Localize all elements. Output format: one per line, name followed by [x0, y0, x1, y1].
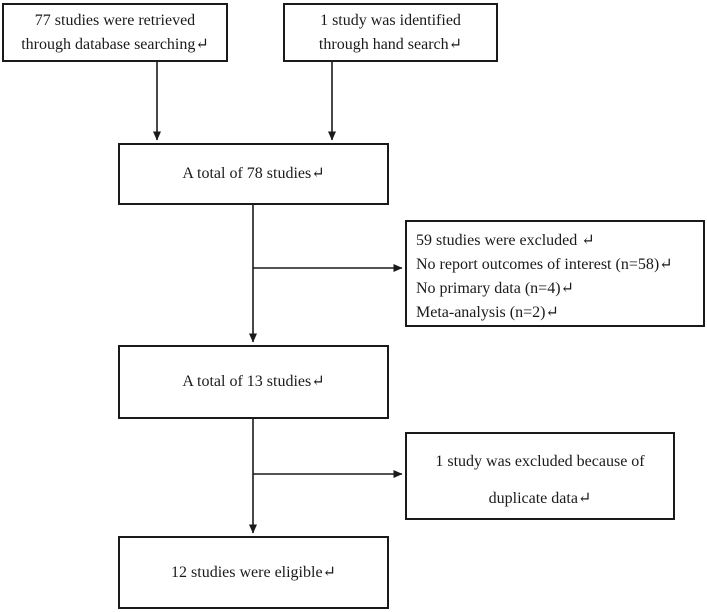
box-line: through hand search↵ [318, 35, 463, 53]
box-line: 77 studies were retrieved [34, 11, 196, 29]
box-total-78-studies: A total of 78 studies↵ [118, 143, 389, 205]
box-studies-retrieved: 77 studies were retrieved through databa… [2, 3, 228, 62]
box-line: No primary data (n=4)↵ [416, 280, 574, 297]
box-excluded-duplicate-data: 1 study was excluded because of duplicat… [405, 432, 675, 520]
box-line: 1 study was identified [320, 11, 461, 29]
box-line: duplicate data↵ [488, 490, 592, 507]
box-line: 59 studies were excluded ↵ [416, 232, 595, 249]
box-line: Meta-analysis (n=2)↵ [416, 304, 559, 321]
box-excluded-59-studies: 59 studies were excluded ↵ No report out… [405, 220, 705, 327]
box-line: No report outcomes of interest (n=58)↵ [416, 256, 673, 273]
box-line: through database searching↵ [21, 35, 209, 53]
box-line: 1 study was excluded because of [435, 453, 645, 470]
box-hand-search: 1 study was identified through hand sear… [283, 3, 498, 62]
box-line: 12 studies were eligible↵ [171, 563, 336, 581]
box-line: A total of 78 studies↵ [182, 165, 325, 182]
box-studies-eligible: 12 studies were eligible↵ [118, 536, 389, 609]
box-line: A total of 13 studies↵ [182, 373, 325, 390]
box-total-13-studies: A total of 13 studies↵ [118, 345, 389, 419]
